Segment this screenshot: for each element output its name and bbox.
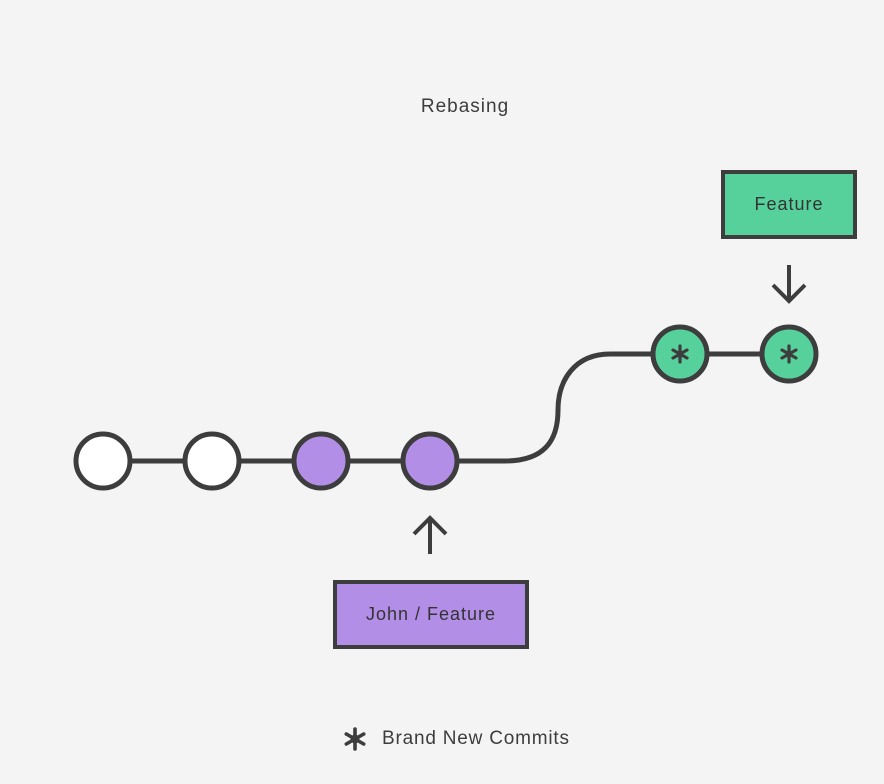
asterisk-icon [671,344,689,364]
branch-label-john-feature: John / Feature [333,580,529,649]
arrow-up-icon [412,515,448,554]
diagram-title: Rebasing [420,96,510,117]
legend-label: Brand New Commits [382,728,570,749]
asterisk-icon [780,344,798,364]
branch-label-feature-text: Feature [754,194,824,214]
commit-node-3 [291,431,351,491]
commit-node-2 [182,431,242,491]
asterisk-icon [344,727,366,751]
edge-4-5-curve [430,351,680,464]
branch-label-john-feature-text: John / Feature [365,604,497,624]
branch-label-feature: Feature [721,170,857,239]
arrow-down-icon [771,265,807,304]
commit-node-4 [400,431,460,491]
legend: Brand New Commits [342,726,570,752]
commit-node-1 [73,431,133,491]
